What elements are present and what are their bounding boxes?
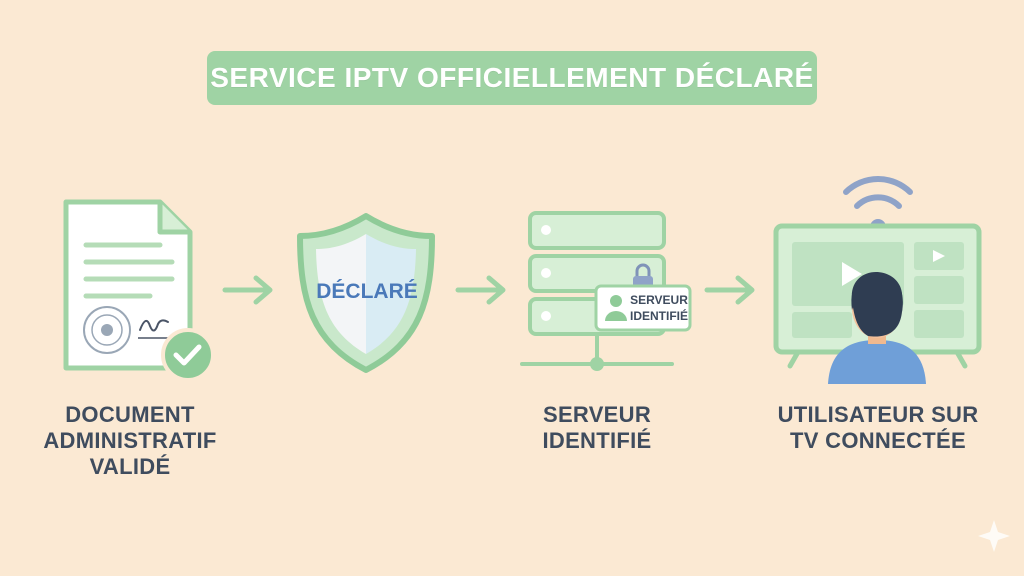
sparkle-icon: [978, 520, 1010, 552]
user-avatar: [828, 272, 926, 384]
check-badge-icon: [161, 328, 215, 382]
shield-badge-text: DÉCLARÉ: [316, 280, 418, 303]
step-label-server: SERVEUR IDENTIFIÉ: [542, 402, 652, 453]
arrow-icon: [222, 275, 273, 305]
server-id-tag: SERVEUR IDENTIFIÉ: [594, 263, 692, 332]
signature-scribble: [139, 319, 169, 332]
official-seal: [83, 306, 131, 354]
arrow-icon: [455, 275, 506, 305]
page-title: SERVICE IPTV OFFICIELLEMENT DÉCLARÉ: [210, 62, 814, 93]
step-label-document: DOCUMENT ADMINISTRATIF VALIDÉ: [43, 402, 217, 479]
shield-icon: DÉCLARÉ: [297, 213, 435, 373]
title-banner: SERVICE IPTV OFFICIELLEMENT DÉCLARÉ: [207, 51, 817, 105]
server-tag-line-1: SERVEUR: [630, 293, 688, 307]
person-icon: [605, 295, 627, 321]
document-check-icon: [63, 199, 215, 382]
smart-tv-user-icon: [773, 176, 982, 384]
arrow-icon: [704, 275, 755, 305]
server-tag-line-2: IDENTIFIÉ: [630, 308, 688, 323]
step-label-user-tv: UTILISATEUR SUR TV CONNECTÉE: [777, 402, 979, 453]
play-icon: [842, 262, 862, 286]
